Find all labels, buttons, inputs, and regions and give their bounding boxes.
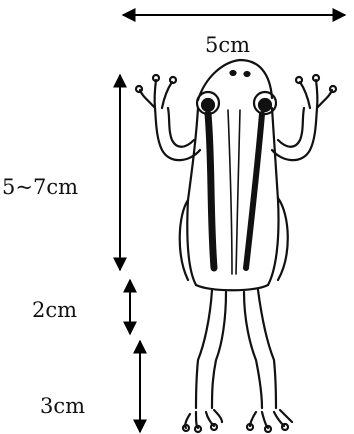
frog-illustration <box>136 60 336 432</box>
right-hand <box>300 80 332 108</box>
frog-body-right <box>268 108 279 285</box>
back-stripe-left <box>208 114 214 268</box>
back-stripe-right <box>246 114 262 268</box>
left-leg <box>196 290 212 408</box>
nostril-left <box>231 71 236 75</box>
left-hand <box>140 80 172 108</box>
right-arm <box>272 108 317 160</box>
shin-length-label: 3cm <box>40 394 85 418</box>
right-leg <box>244 292 262 408</box>
nostril-right <box>245 72 250 76</box>
right-foot <box>250 410 292 428</box>
body-length-label: 5~7cm <box>2 175 78 199</box>
width-label: 5cm <box>205 33 250 57</box>
frog-head <box>198 60 272 100</box>
thigh-length-label: 2cm <box>32 298 77 322</box>
frog-body-left <box>187 108 198 285</box>
